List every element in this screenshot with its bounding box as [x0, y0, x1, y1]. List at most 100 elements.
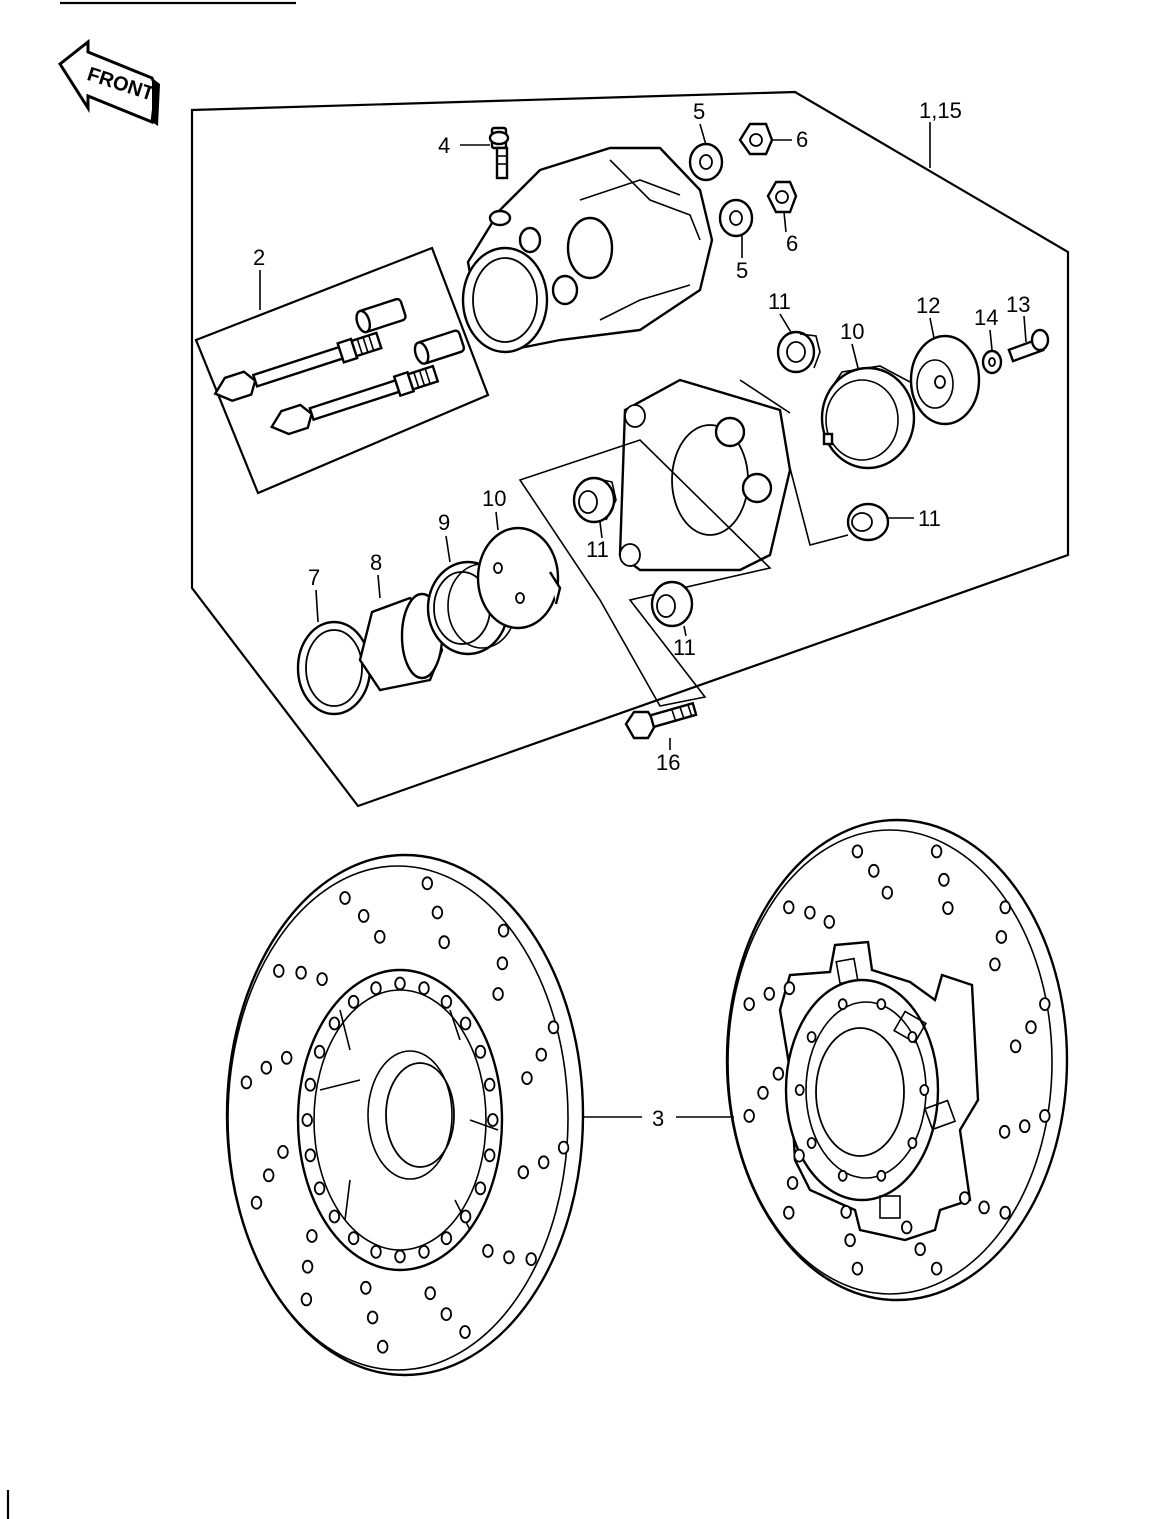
- disc-hole: [421, 876, 434, 891]
- callout-13: 13: [1006, 292, 1030, 317]
- callout-11-right: 11: [918, 506, 941, 531]
- disc-hole: [260, 1060, 273, 1075]
- pin-set-box: [194, 246, 490, 495]
- cap-left: [476, 526, 562, 630]
- boot-upper: [776, 330, 821, 374]
- disc-hole: [942, 901, 954, 915]
- disc-hole: [503, 1250, 515, 1265]
- brake-disc-right: [725, 818, 1069, 1302]
- bracket-leader-box: [518, 439, 772, 707]
- disc-hole: [783, 900, 795, 915]
- nut-lower: [766, 180, 798, 214]
- disc-hole: [328, 1016, 341, 1031]
- washer-lower: [718, 198, 754, 238]
- disc-hole: [301, 1113, 313, 1127]
- disc-hole: [786, 1176, 799, 1190]
- disc-hole: [907, 1031, 918, 1043]
- disc-hole: [959, 1191, 971, 1205]
- disc-hole: [394, 976, 406, 991]
- disc-hole: [484, 1148, 496, 1163]
- callout-16: 16: [656, 750, 680, 775]
- nut-upper: [738, 122, 774, 156]
- disc-hole: [487, 1113, 499, 1127]
- disc-hole: [794, 1084, 805, 1096]
- disc-hole: [328, 1209, 341, 1224]
- disc-hole: [281, 1050, 293, 1065]
- disc-hole: [300, 1292, 313, 1307]
- callout-10-left: 10: [482, 486, 506, 511]
- disc-hole: [273, 964, 285, 978]
- disc-hole: [374, 929, 386, 944]
- leader-11a-link: [739, 379, 791, 414]
- disc-hole: [497, 923, 510, 938]
- disc-hole: [263, 1168, 275, 1183]
- disc-hole: [914, 1242, 926, 1257]
- callout-2: 2: [253, 245, 265, 270]
- disc-hole: [358, 909, 370, 923]
- bleeder-valve: [488, 126, 510, 180]
- boot-bottom: [650, 580, 694, 628]
- disc-hole: [440, 1231, 453, 1246]
- disc-hole: [538, 1155, 550, 1170]
- disc-right-holes: [743, 844, 1051, 1276]
- caliper-bracket: [618, 378, 792, 572]
- disc-hole: [496, 956, 509, 971]
- disc-hole: [783, 1205, 795, 1220]
- disc-hole: [440, 994, 453, 1009]
- callout-11-upper: 11: [768, 289, 791, 314]
- disc-hole: [304, 1148, 317, 1163]
- disc-hole: [339, 891, 351, 905]
- disc-hole: [851, 1261, 864, 1276]
- disc-hole: [837, 1169, 848, 1182]
- disc-hole: [295, 965, 307, 980]
- callout-5-upper: 5: [693, 99, 705, 124]
- disc-hole: [837, 998, 848, 1011]
- disc-hole: [535, 1047, 548, 1062]
- small-washer: [981, 349, 1003, 375]
- cap-screw: [1007, 328, 1050, 363]
- leader-lines: [259, 122, 1027, 1118]
- callout-12: 12: [916, 293, 940, 318]
- caliper-pin-set: [213, 297, 466, 436]
- disc-hole: [459, 1209, 472, 1224]
- callout-9: 9: [438, 510, 450, 535]
- callout-4: 4: [438, 133, 450, 158]
- disc-hole: [793, 1148, 805, 1163]
- disc-hole: [459, 1325, 471, 1339]
- callout-1-15: 1,15: [919, 98, 962, 123]
- disc-hole: [851, 844, 864, 859]
- disc-hole: [240, 1075, 253, 1090]
- disc-hole: [1018, 1119, 1031, 1134]
- disc-hole: [304, 1077, 317, 1092]
- callout-6-upper: 6: [796, 127, 808, 152]
- disc-hole: [844, 1233, 856, 1248]
- disc-hole: [743, 1109, 755, 1123]
- disc-hole: [424, 1286, 436, 1301]
- disc-hole: [474, 1181, 487, 1196]
- disc-hole: [907, 1137, 918, 1149]
- disc-hole: [999, 900, 1011, 915]
- callout-7: 7: [308, 565, 320, 590]
- disc-hole: [547, 1020, 560, 1035]
- disc-hole: [823, 915, 836, 929]
- disc-hole: [301, 1259, 314, 1274]
- disc-hole: [998, 1124, 1011, 1139]
- disc-hole: [1039, 997, 1051, 1011]
- disc-hole: [930, 1261, 943, 1276]
- callout-10-right: 10: [840, 319, 864, 344]
- disc-hole: [978, 1200, 990, 1215]
- disc-hole: [250, 1195, 263, 1210]
- disc-hole: [1039, 1109, 1051, 1123]
- disc-hole: [804, 905, 816, 920]
- disc-hole: [316, 972, 328, 986]
- disc-hole: [431, 905, 444, 920]
- disc-hole: [484, 1077, 496, 1092]
- disc-hole: [989, 957, 1001, 972]
- disc-hole: [930, 844, 943, 859]
- disc-hole: [418, 1244, 430, 1259]
- front-arrow-badge: FRONT: [58, 38, 160, 126]
- dust-cap: [909, 334, 981, 426]
- washer-upper: [688, 142, 724, 182]
- callout-14: 14: [974, 305, 998, 330]
- disc-hole: [482, 1244, 494, 1258]
